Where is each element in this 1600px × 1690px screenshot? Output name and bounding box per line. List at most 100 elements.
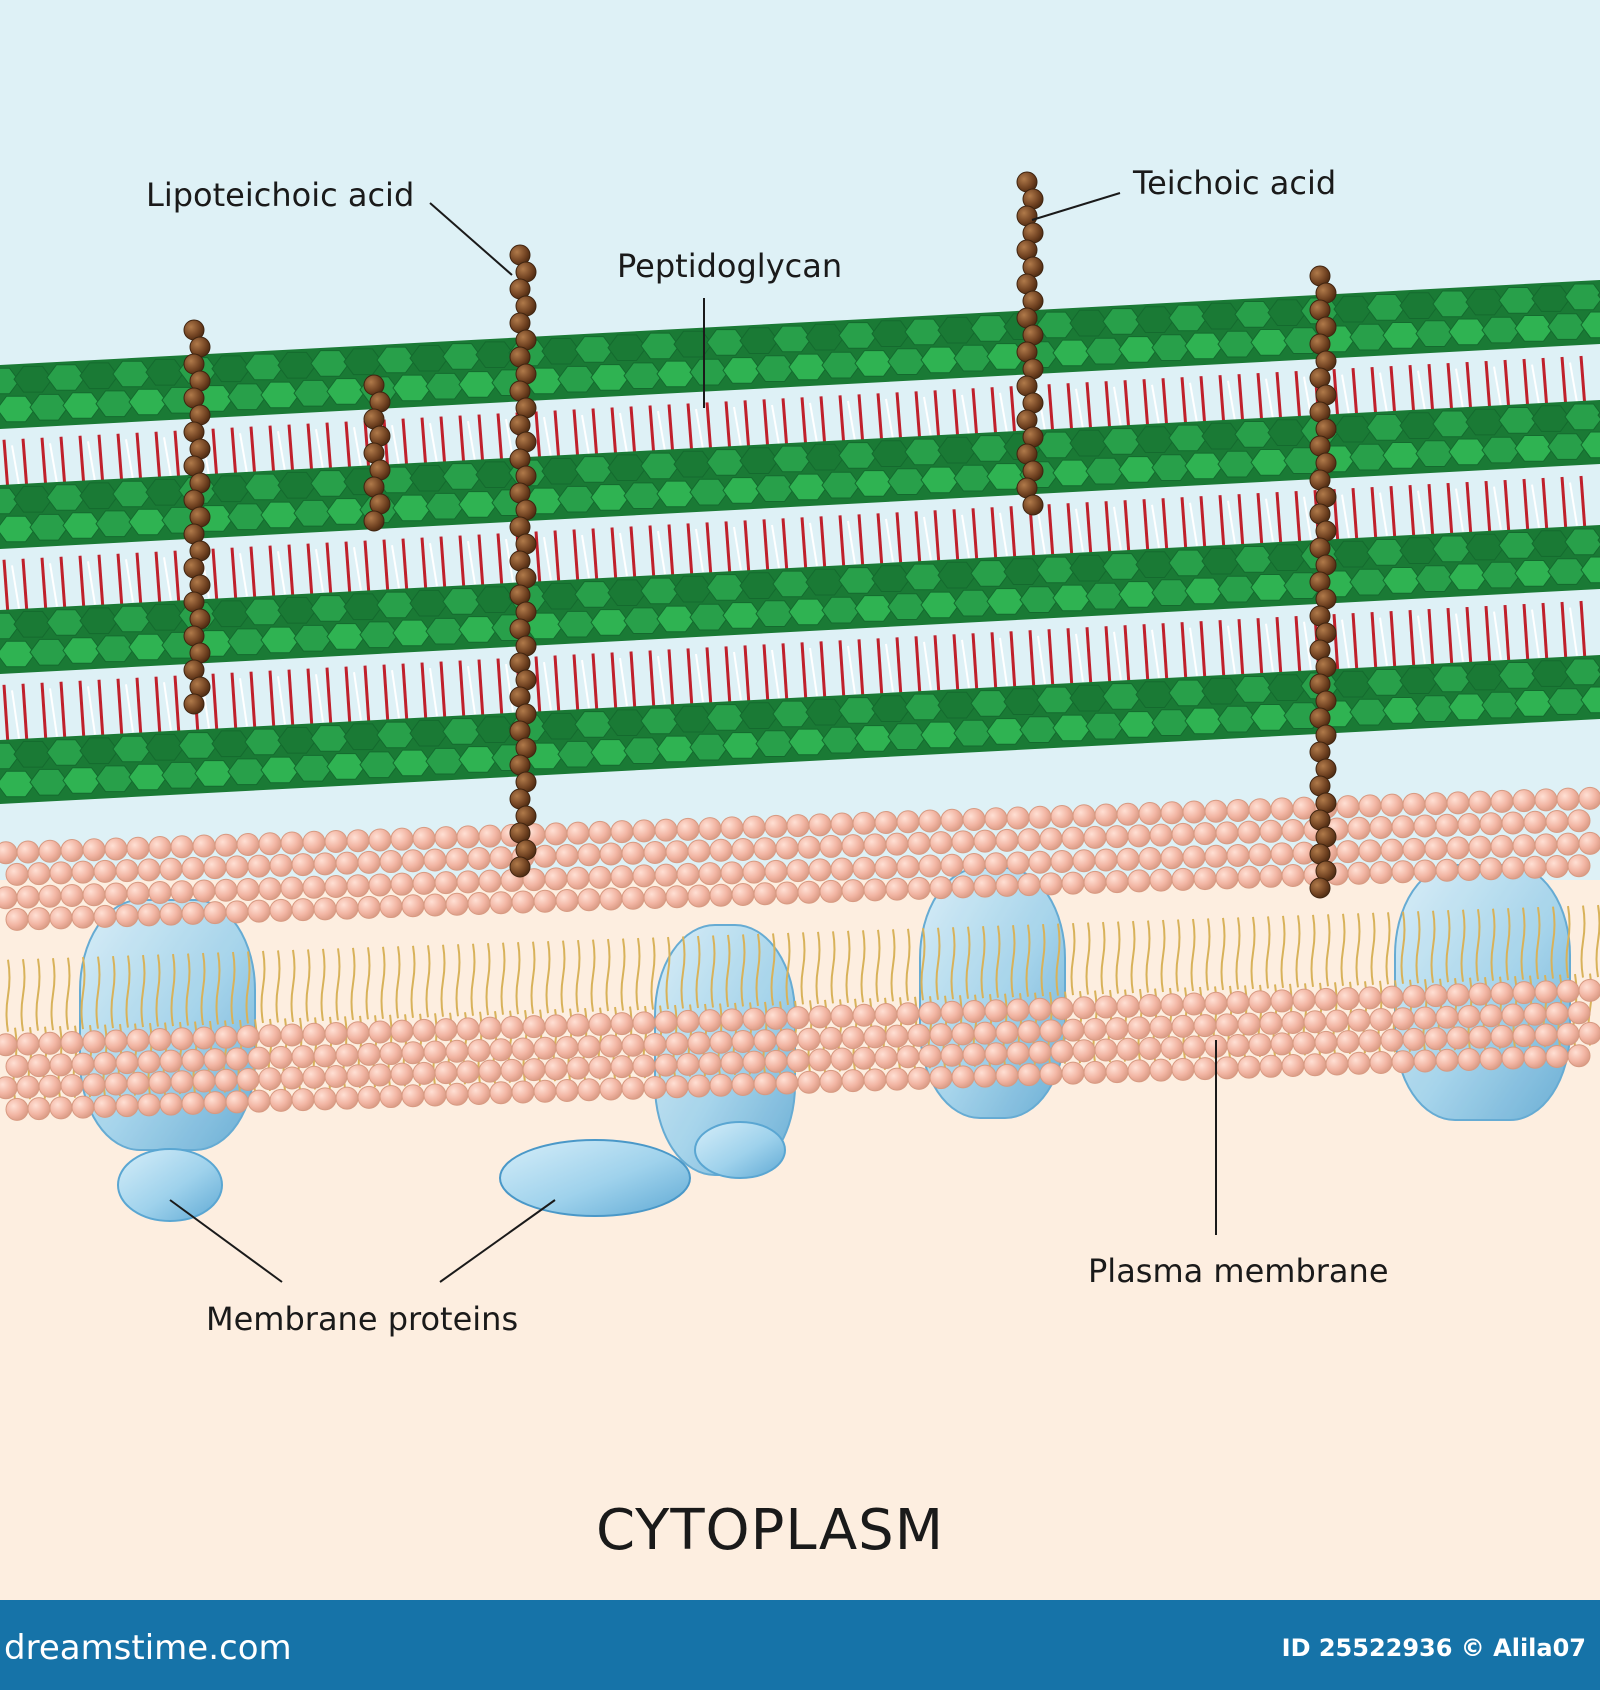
phospholipid-head bbox=[357, 1042, 381, 1066]
crosslink bbox=[97, 554, 105, 610]
phospholipid-head bbox=[1061, 1018, 1085, 1042]
phospholipid-head bbox=[49, 861, 73, 885]
glycan-hexagon bbox=[1498, 532, 1538, 559]
phospholipid-head bbox=[995, 1063, 1019, 1087]
phospholipid-head bbox=[742, 1050, 766, 1074]
glycan-hexagon bbox=[392, 749, 432, 777]
glycan-hexagon bbox=[920, 466, 960, 494]
lipid-tail bbox=[1085, 922, 1091, 995]
phospholipid-head bbox=[324, 1064, 348, 1088]
phospholipid-head bbox=[5, 1054, 29, 1078]
phospholipid-head bbox=[1127, 824, 1151, 848]
crosslink bbox=[1256, 493, 1264, 549]
phospholipid-head bbox=[1457, 858, 1481, 882]
phospholipid-head bbox=[1534, 980, 1558, 1004]
phospholipid-head bbox=[1457, 813, 1481, 837]
crosslink bbox=[1218, 375, 1226, 428]
glycan-hexagon bbox=[920, 591, 960, 619]
phospholipid-head bbox=[599, 842, 623, 866]
phospholipid-head bbox=[71, 1095, 95, 1119]
glycan-hexagon bbox=[541, 712, 581, 740]
phospholipid-head bbox=[1545, 854, 1569, 878]
crosslink-highlight bbox=[315, 429, 324, 470]
glycan-hexagon bbox=[1415, 695, 1455, 722]
phospholipid-head bbox=[478, 1059, 502, 1083]
phospholipid-head bbox=[1028, 1040, 1052, 1064]
crosslink-highlight bbox=[239, 553, 248, 597]
lipid-tail bbox=[125, 955, 131, 1028]
glycan-hexagon bbox=[475, 586, 515, 613]
glycan-hexagon bbox=[640, 577, 680, 605]
phospholipid-head bbox=[1215, 866, 1239, 890]
phospholipid-head bbox=[786, 1006, 810, 1030]
glycan-hexagon bbox=[574, 581, 614, 608]
crosslink bbox=[1503, 604, 1511, 666]
phospholipid-head bbox=[896, 810, 920, 834]
crosslink bbox=[78, 435, 86, 488]
phospholipid-head bbox=[115, 1094, 139, 1118]
glycan-hexagon bbox=[1250, 574, 1290, 601]
crosslink-highlight bbox=[49, 563, 58, 607]
phospholipid-head bbox=[1523, 810, 1547, 834]
phospholipid-head bbox=[632, 1011, 656, 1035]
glycan-hexagon bbox=[442, 463, 482, 490]
phospholipid-head bbox=[863, 878, 887, 902]
phospholipid-head bbox=[1138, 1036, 1162, 1060]
lipid-tail bbox=[620, 938, 626, 1011]
phospholipid-head bbox=[1501, 1046, 1525, 1070]
lipid-tail bbox=[470, 943, 476, 1016]
phospholipid-head bbox=[1160, 993, 1184, 1017]
lipid-tail bbox=[1325, 914, 1331, 987]
phospholipid-head bbox=[170, 835, 194, 859]
glycan-hexagon bbox=[788, 473, 828, 501]
phospholipid-head bbox=[1325, 1052, 1349, 1076]
phospholipid-head bbox=[1567, 809, 1591, 833]
phospholipid-head bbox=[577, 1078, 601, 1102]
phospholipid-head bbox=[1424, 984, 1448, 1008]
phospholipid-head bbox=[1006, 1041, 1030, 1065]
phospholipid-head bbox=[390, 827, 414, 851]
phospholipid-head bbox=[1182, 845, 1206, 869]
crosslink bbox=[1009, 631, 1017, 692]
phospholipid-head bbox=[951, 875, 975, 899]
phospholipid-head bbox=[1523, 1045, 1547, 1069]
lipid-tail bbox=[800, 932, 806, 1005]
phospholipid-head bbox=[632, 819, 656, 843]
phospholipid-head bbox=[0, 841, 18, 865]
glycan-hexagon bbox=[1069, 429, 1109, 457]
lipid-tail bbox=[50, 958, 56, 1031]
phospholipid-head bbox=[38, 1074, 62, 1098]
glycan-hexagon bbox=[1234, 676, 1274, 703]
phospholipid-head bbox=[269, 1088, 293, 1112]
crosslink bbox=[21, 683, 29, 744]
glycan-hexagon bbox=[1151, 334, 1191, 361]
crosslink bbox=[1180, 622, 1188, 683]
phospholipid-head bbox=[137, 1050, 161, 1074]
crosslink bbox=[1085, 627, 1093, 688]
lipid-tail bbox=[1250, 916, 1256, 990]
crosslink bbox=[116, 553, 124, 609]
phospholipid-head bbox=[1050, 1039, 1074, 1063]
crosslink-highlight bbox=[1417, 615, 1426, 664]
glycan-hexagon bbox=[541, 457, 581, 485]
crosslink bbox=[1104, 381, 1112, 434]
phospholipid-head bbox=[544, 867, 568, 891]
phospholipid-head bbox=[1292, 988, 1316, 1012]
phospholipid-head bbox=[137, 1093, 161, 1117]
lipid-tail bbox=[320, 948, 326, 1022]
glycan-hexagon bbox=[1399, 537, 1439, 564]
phospholipid-head bbox=[1435, 1048, 1459, 1072]
crosslink-highlight bbox=[885, 518, 894, 563]
crosslink bbox=[1275, 617, 1283, 678]
phospholipid-head bbox=[1391, 860, 1415, 884]
phospholipid-head bbox=[236, 1067, 260, 1091]
crosslink bbox=[572, 529, 580, 585]
lipid-tail bbox=[410, 945, 416, 1018]
phospholipid-head bbox=[247, 854, 271, 878]
phospholipid-head bbox=[445, 1039, 469, 1063]
phospholipid-head bbox=[291, 853, 315, 877]
phospholipid-head bbox=[38, 884, 62, 908]
phospholipid-head bbox=[1248, 843, 1272, 867]
teichoic-bead bbox=[509, 856, 531, 878]
lipid-tail bbox=[350, 947, 356, 1021]
